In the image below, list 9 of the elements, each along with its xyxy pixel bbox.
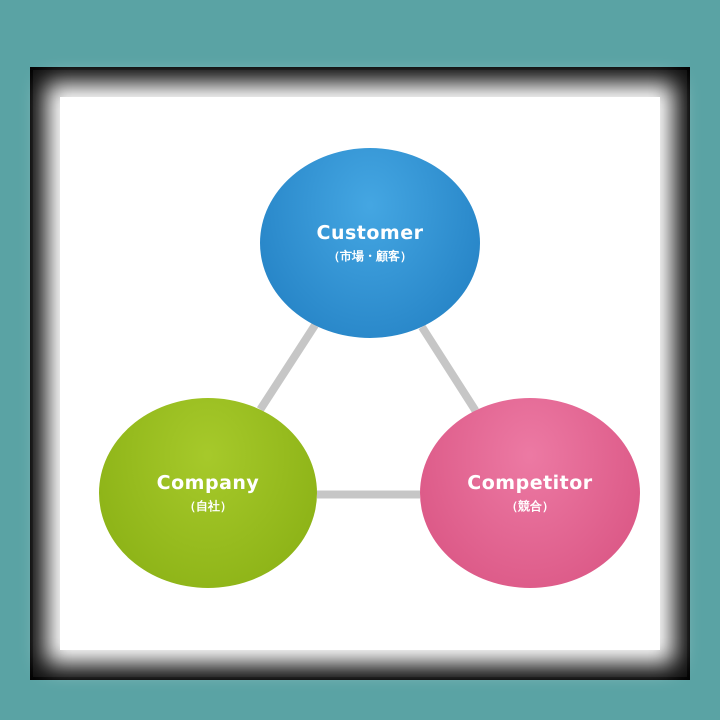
circle-title: Company	[156, 472, 260, 494]
connector-line	[256, 322, 318, 412]
circle-subtitle: （市場・顧客）	[328, 248, 412, 264]
connector-line	[317, 490, 420, 498]
circle-subtitle: （競合）	[506, 498, 554, 514]
circle-title: Customer	[316, 222, 424, 244]
circle-title: Competitor	[467, 472, 593, 494]
circle-subtitle: （自社）	[184, 498, 232, 514]
connector-line	[418, 324, 479, 413]
